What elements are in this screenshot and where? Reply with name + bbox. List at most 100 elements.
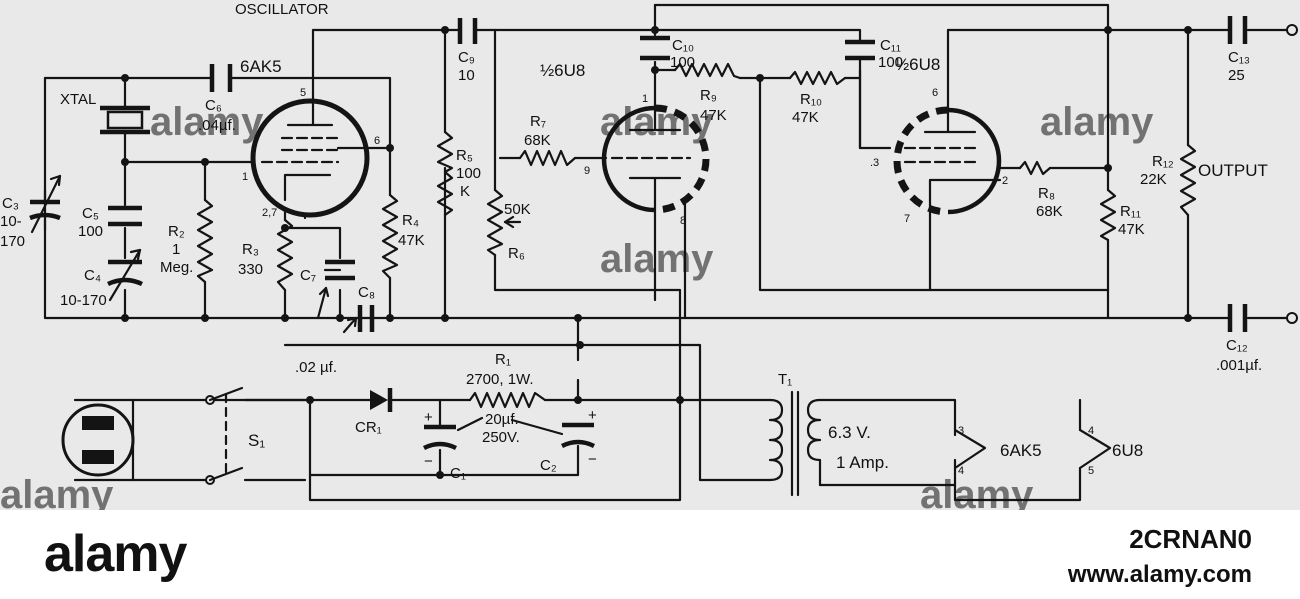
label-r8: R₈ <box>1038 185 1055 202</box>
tube-6u8-b <box>893 83 1002 216</box>
capacitor-c2 <box>560 422 596 457</box>
label-r1-val: 2700, 1W. <box>466 371 534 388</box>
label-r10: R₁₀ <box>800 91 822 108</box>
label-c8-val: .02 µf. <box>295 359 337 376</box>
label-s1: S₁ <box>248 431 265 450</box>
label-pin6: 6 <box>374 135 380 147</box>
alamy-logo: alamy <box>44 525 187 583</box>
watermark: alamy <box>920 473 1034 510</box>
label-r5-val1: 100 <box>456 165 481 182</box>
label-heater-a: 1 Amp. <box>836 453 889 472</box>
schematic-diagram: OSCILLATOR XTAL 6AK5 ½6U8 ½6U8 C₃ 10- 17… <box>0 0 1300 510</box>
capacitor-c6 <box>209 64 233 92</box>
label-c4-val: 10-170 <box>60 292 107 309</box>
resistor-r5 <box>436 130 454 217</box>
label-c12: C₁₂ <box>1226 337 1248 354</box>
label-r4: R₄ <box>402 212 419 229</box>
label-r11: R₁₁ <box>1120 203 1141 220</box>
capacitor-c11 <box>845 39 875 61</box>
label-cr1: CR₁ <box>355 419 382 436</box>
label-r8-val: 68K <box>1036 203 1063 220</box>
label-c10-val: 100 <box>670 54 695 71</box>
resistor-r2 <box>196 198 214 284</box>
label-r3: R₃ <box>242 241 259 258</box>
label-r12: R₁₂ <box>1152 153 1174 170</box>
label-pin27: 2,7 <box>262 207 277 219</box>
label-h5: 5 <box>1088 465 1094 477</box>
power-plug <box>61 398 135 482</box>
label-pin6b: 6 <box>932 87 938 99</box>
capacitor-c7 <box>316 259 355 320</box>
label-c12-val: .001µf. <box>1216 357 1262 374</box>
label-c4: C₄ <box>84 267 101 284</box>
label-output: OUTPUT <box>1198 161 1268 180</box>
site-url: www.alamy.com <box>1067 561 1252 588</box>
label-pin9: 9 <box>584 165 590 177</box>
label-heat-6u8: 6U8 <box>1112 441 1143 460</box>
label-r12-val: 22K <box>1140 171 1167 188</box>
footer-bar: alamy 2CRNAN0 www.alamy.com <box>0 510 1300 599</box>
component-labels: OSCILLATOR XTAL 6AK5 ½6U8 ½6U8 C₃ 10- 17… <box>0 1 1268 482</box>
label-minus1: − <box>424 453 433 470</box>
junction-dots <box>121 26 1192 479</box>
potentiometer-r6 <box>486 188 522 257</box>
label-r2-val1: 1 <box>172 241 180 258</box>
resistor-r4 <box>381 193 399 280</box>
capacitor-c9 <box>457 18 478 44</box>
watermark: alamy <box>0 473 114 510</box>
label-tube3: ½6U8 <box>895 55 940 74</box>
label-h3: 3 <box>958 425 964 437</box>
label-r6-val: 50K <box>504 201 531 218</box>
label-c5-val: 100 <box>78 223 103 240</box>
diode-cr1 <box>370 388 393 412</box>
label-r6: R₆ <box>508 245 525 262</box>
resistor-r8 <box>1018 160 1052 176</box>
tube-6u8-a <box>601 104 710 302</box>
label-r7-val: 68K <box>524 132 551 149</box>
label-c13-val: 25 <box>1228 67 1245 84</box>
watermarks: alamy alamy alamy alamy alamy alamy <box>0 100 1154 510</box>
label-tube1: 6AK5 <box>240 57 282 76</box>
label-c1: C₁ <box>450 465 466 482</box>
capacitor-c13 <box>1227 16 1298 44</box>
label-t1: T₁ <box>778 371 792 388</box>
label-c9-val: 10 <box>458 67 475 84</box>
label-c5: C₅ <box>82 205 99 222</box>
label-pin1: 1 <box>242 171 248 183</box>
label-c3-val2: 170 <box>0 233 25 250</box>
label-r4-val: 47K <box>398 232 425 249</box>
label-c8: C₈ <box>358 284 375 301</box>
resistor-r11 <box>1099 188 1117 242</box>
resistor-r7 <box>518 149 577 167</box>
label-c13: C₁₃ <box>1228 49 1250 66</box>
switch-s1 <box>205 386 244 485</box>
watermark: alamy <box>600 237 714 281</box>
label-xtal: XTAL <box>60 91 96 108</box>
capacitor-c8 <box>342 305 375 334</box>
capacitor-c10 <box>640 35 670 61</box>
label-r3-val: 330 <box>238 261 263 278</box>
label-c6-val: .04µf. <box>198 117 236 134</box>
label-tube2: ½6U8 <box>540 61 585 80</box>
crystal-xtal <box>100 105 150 135</box>
label-c11-val: 100 <box>878 54 903 71</box>
label-pin5: 5 <box>300 87 306 99</box>
label-r7: R₇ <box>530 113 546 130</box>
label-r1: R₁ <box>495 351 511 368</box>
label-c10: C₁₀ <box>672 37 694 54</box>
label-minus2: − <box>588 451 597 468</box>
watermark: alamy <box>150 100 264 144</box>
label-pin1b: 1 <box>642 93 648 105</box>
label-plus1: + <box>424 409 433 426</box>
watermark: alamy <box>600 100 714 144</box>
wiring <box>43 3 1290 502</box>
label-r5-val2: K <box>460 183 470 200</box>
label-heat-6ak5: 6AK5 <box>1000 441 1042 460</box>
capacitor-c12 <box>1227 304 1298 332</box>
label-c3-val1: 10- <box>0 213 22 230</box>
label-c1c2-val1: 20µf. <box>485 411 519 428</box>
image-id: 2CRNAN0 <box>1129 524 1252 554</box>
resistor-r1 <box>468 391 547 409</box>
transformer-t1 <box>768 390 822 497</box>
label-r2: R₂ <box>168 223 185 240</box>
